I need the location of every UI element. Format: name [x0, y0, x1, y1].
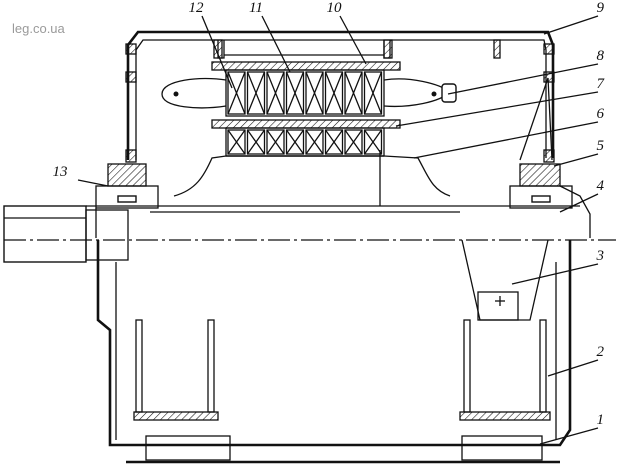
winding-coil-cross: [266, 129, 285, 155]
winding-coil: [305, 129, 324, 155]
part-label: 9: [597, 0, 605, 16]
winding-coil: [305, 71, 324, 115]
leader-line: [395, 91, 599, 127]
leader-line: [77, 179, 109, 187]
leader-line: [201, 15, 233, 89]
watermark: leg.co.ua: [12, 21, 65, 36]
leader-line: [553, 153, 599, 167]
part-label: 1: [597, 412, 605, 428]
winding-coil: [285, 71, 305, 115]
winding-coil-cross: [285, 129, 305, 155]
part-label: 10: [327, 0, 343, 16]
top-cover: [125, 30, 555, 163]
leader-line: [261, 15, 291, 73]
bearing-right: [509, 163, 591, 238]
winding-coil-cross: [324, 71, 344, 115]
frame-body: [96, 240, 572, 447]
winding-coil: [246, 71, 266, 115]
winding-coil-cross: [324, 129, 344, 155]
winding-coil-cross: [227, 129, 246, 155]
part-label: 11: [249, 0, 263, 16]
stator-yoke: [213, 39, 393, 59]
winding-coil-cross: [363, 129, 383, 155]
winding-coil-cross: [246, 129, 266, 155]
winding-coil: [324, 129, 344, 155]
winding-coil: [363, 129, 383, 155]
winding-coil-cross: [344, 129, 363, 155]
part-label: 3: [596, 248, 605, 264]
part-label: 12: [189, 0, 205, 16]
leader-line: [447, 63, 599, 95]
winding-coil: [266, 129, 285, 155]
winding-coil-cross: [305, 71, 324, 115]
air-duct: [461, 77, 553, 321]
winding-coil-cross: [363, 71, 383, 115]
part-label: 13: [53, 164, 68, 180]
leader-line: [413, 121, 599, 159]
winding-coil: [285, 129, 305, 155]
winding-coil: [266, 71, 285, 115]
leader-line: [547, 359, 599, 377]
bearing-left: [95, 163, 159, 238]
leader-line: [511, 263, 599, 285]
part-label: 5: [597, 138, 605, 154]
winding-coil-cross: [305, 129, 324, 155]
part-label: 4: [597, 178, 605, 194]
winding-coil: [344, 71, 363, 115]
winding-coil: [363, 71, 383, 115]
winding-coil-cross: [246, 71, 266, 115]
winding-coil-cross: [344, 71, 363, 115]
winding-coil: [246, 129, 266, 155]
shaft: [3, 205, 616, 263]
winding-coil: [227, 129, 246, 155]
part-label: 6: [597, 106, 605, 122]
winding-coil: [344, 129, 363, 155]
leader-line: [559, 193, 599, 213]
winding-coil-cross: [285, 71, 305, 115]
rotor: [173, 150, 451, 206]
stator-winding-end: [161, 77, 457, 109]
leader-line: [543, 15, 599, 35]
stator-core: [211, 61, 401, 157]
winding-coil: [227, 71, 246, 115]
part-label: 7: [597, 76, 606, 92]
leader-line: [339, 15, 367, 65]
leader-line: [539, 427, 599, 445]
winding-coil-cross: [227, 71, 246, 115]
winding-coil-cross: [266, 71, 285, 115]
part-label: 8: [597, 48, 605, 64]
winding-coil: [324, 71, 344, 115]
part-label: 2: [597, 344, 605, 360]
mounting-feet: [126, 435, 560, 464]
